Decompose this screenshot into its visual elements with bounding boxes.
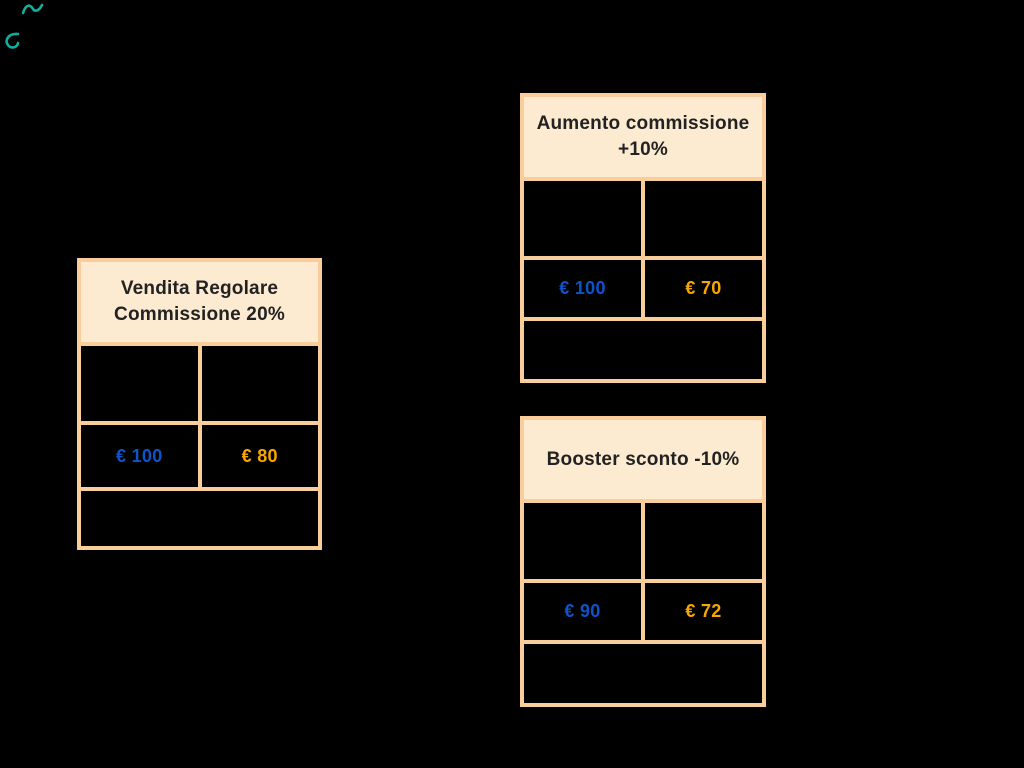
aumento-commissione-table: Aumento commissione +10% € 100 € 70 (520, 93, 766, 383)
table-grid: € 90 € 72 (524, 503, 762, 703)
price-value-cell: € 100 (524, 260, 641, 317)
table-title-line1: Vendita Regolare (120, 278, 279, 299)
teal-scribble-icon (5, 32, 20, 49)
payout-value-cell: € 72 (645, 583, 762, 640)
table-header: Vendita Regolare Commissione 20% (81, 262, 318, 346)
payout-value-cell: € 80 (201, 425, 318, 487)
teal-scribble-icon (22, 3, 44, 15)
booster-sconto-table: Booster sconto -10% € 90 € 72 (520, 416, 766, 707)
table-grid: € 100 € 70 (524, 181, 762, 379)
merged-empty-cell (81, 491, 318, 546)
table-header: Booster sconto -10% (524, 420, 762, 503)
table-title-line2: Commissione 20% (114, 304, 285, 325)
table-grid: € 100 € 80 (81, 346, 318, 546)
table-title-line1: Booster sconto -10% (546, 448, 740, 470)
payout-value-cell: € 70 (645, 260, 762, 317)
empty-cell-right (645, 181, 762, 256)
empty-cell-right (201, 346, 318, 421)
vendita-regolare-table: Vendita Regolare Commissione 20% € 100 €… (77, 258, 322, 550)
merged-empty-cell (524, 644, 762, 703)
empty-cell-left (524, 503, 641, 579)
price-value-cell: € 100 (81, 425, 198, 487)
price-value-cell: € 90 (524, 583, 641, 640)
empty-cell-right (645, 503, 762, 579)
empty-cell-left (81, 346, 198, 421)
merged-empty-cell (524, 321, 762, 379)
table-title-line2: +10% (618, 139, 668, 160)
table-header: Aumento commissione +10% (524, 97, 762, 181)
table-title-line1: Aumento commissione (536, 113, 750, 134)
empty-cell-left (524, 181, 641, 256)
